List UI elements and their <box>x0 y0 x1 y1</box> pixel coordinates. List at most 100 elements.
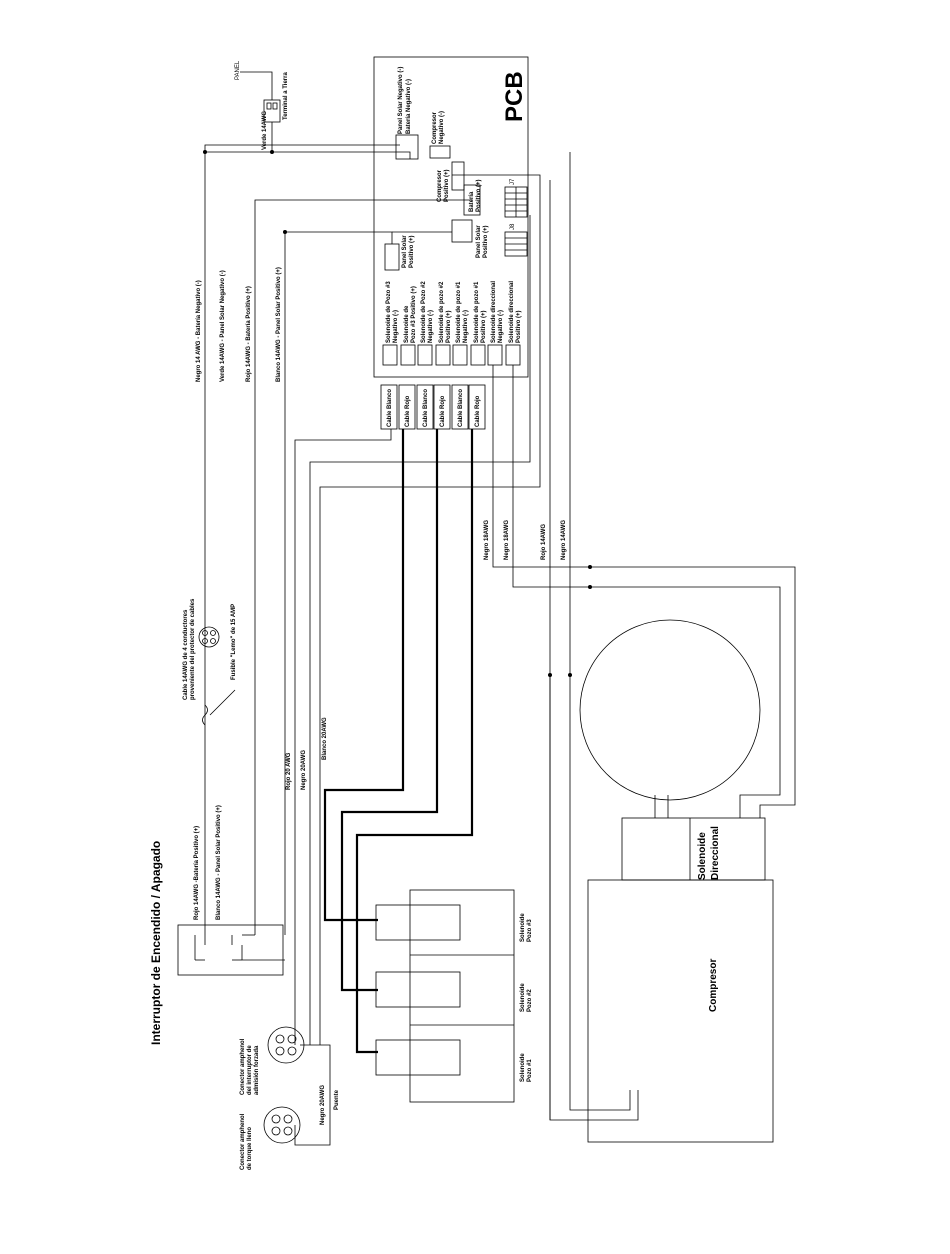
amphenol-torque: Conector amphenol de torque lleno <box>240 1106 301 1170</box>
pcb-sol-label-3b: Negativo (-) <box>428 310 434 343</box>
wire-sol-1 <box>355 429 474 1054</box>
pcb-sol-label-6b: Positivo (+) <box>481 310 487 343</box>
pcb-sol-label-5a: Solenoide de pozo #1 <box>456 281 462 343</box>
compressor-label: Compresor <box>708 959 719 1012</box>
wire-blanco-20 <box>319 174 541 1045</box>
pcb-sol-term-1 <box>382 344 398 366</box>
amphenol-interruptor-label-3: admisión forzada <box>254 1045 260 1095</box>
ground-terminal: PANEL Terminal a Tierra Verde 14AWG <box>235 60 289 152</box>
cable-4-cond-label-1: Cable 14AWG de 4 conductores <box>183 609 189 700</box>
wire-label-negro-18-b: Negro 18AWG <box>504 520 510 560</box>
wire-label-negro-14-c: Negro 14AWG <box>561 520 567 560</box>
wire-label-verde-14: Verde 14AWG - Panel Solar Negativo (-) <box>220 270 226 382</box>
pcb-sol-term-8 <box>505 344 521 366</box>
wire-rojo-20 <box>294 429 392 1045</box>
pcb-label-compresor-pos-2: Positivo (+) <box>444 169 450 202</box>
wire-rojo-14-bateria-pos <box>254 199 472 935</box>
solenoid-3-label-2: Pozo #3 <box>527 919 533 942</box>
pcb-label-bateria-pos-1: Batería <box>469 191 475 212</box>
panel-label: PANEL <box>235 60 241 80</box>
pcb-sol-term-6 <box>470 344 486 366</box>
cable-label-1: Cable Blanco <box>387 389 393 427</box>
pcb-label-panel-solar-pos-a-1: Panel Solar <box>402 235 408 268</box>
amphenol-interruptor-label-2: del interruptor de <box>247 1045 253 1095</box>
pcb-sol-label-8b: Positivo (+) <box>516 310 522 343</box>
pcb-label-panel-solar-pos-b-1: Panel Solar <box>476 225 482 258</box>
pcb-label-j7: J7 <box>510 178 516 185</box>
wire-label-blanco-14: Blanco 14AWG - Panel Solar Positivo (+) <box>276 267 282 382</box>
pcb-sol-term-3 <box>417 344 433 366</box>
solenoide-direccional-label-2: Direccional <box>710 826 721 880</box>
wire-sol-3 <box>323 429 405 922</box>
wire-sol-2 <box>340 429 439 992</box>
cable-4-cond-label-2: proveniente del protector de cables <box>190 598 196 700</box>
pcb-sol-label-2a: Solenoide de <box>404 305 410 343</box>
amphenol-torque-label-1: Conector amphenol <box>240 1113 246 1170</box>
compressor: Compresor Solenoide Direccional <box>579 619 774 1143</box>
wire-label-negro-14: Negro 14 AWG - Batería Negativo (-) <box>196 280 202 382</box>
pcb-sol-label-1b: Negativo (-) <box>393 310 399 343</box>
cable-label-6: Cable Rojo <box>475 395 481 427</box>
wire-negro-14-bateria-neg <box>204 151 411 935</box>
wire-negro-18-b <box>512 365 781 818</box>
pcb-label-panel-solar-pos-b-2: Positivo (+) <box>483 225 489 258</box>
pcb-sol-label-8a: Solenoide direccional <box>509 281 515 343</box>
pcb-terminal-compresor-pos <box>451 161 465 191</box>
pcb-label-compresor-neg-2: Negativo (-) <box>439 111 445 144</box>
wire-blanco-14-panel-pos <box>284 231 393 935</box>
pcb-label-panel-solar-pos-a-2: Positivo (+) <box>409 235 415 268</box>
wire-label-blanco-20: Blanco 20AWG <box>322 717 328 760</box>
compressor-box <box>587 879 774 1143</box>
cable-label-2: Cable Rojo <box>405 395 411 427</box>
compressor-tank <box>579 619 761 801</box>
solenoid-3-label-1: Solenoide <box>520 913 526 942</box>
pcb-sol-label-3a: Solenoide de Pozo #2 <box>421 281 427 343</box>
solenoid-pozo-2 <box>375 971 461 1008</box>
pcb-sol-label-6a: Solenoide de pozo #1 <box>474 281 480 343</box>
solenoide-direccional-label-1: Solenoide <box>697 832 708 880</box>
pcb-label-panel-solar-neg: Panel Solar Negativo (-) <box>398 67 404 134</box>
solenoid-pozo-1 <box>375 1039 461 1076</box>
wire-rojo-14-c <box>549 180 639 1121</box>
pcb-terminal-panel-solar-neg <box>395 134 419 160</box>
fuse-label: Fusible "Lemo" de 15 AMP <box>231 604 237 680</box>
pcb-label-bateria-pos-2: Positivo (+) <box>476 179 482 212</box>
pcb-solenoid-labels: Solenoide de Pozo #3 Negativo (-) Soleno… <box>386 281 522 343</box>
pcb-sol-term-4 <box>435 344 451 366</box>
wire-negro-20 <box>309 215 531 1045</box>
wire-label-rojo-14: Rojo 14AWG - Batería Positivo (+) <box>246 286 252 382</box>
switch-label-blanco: Blanco 14AWG - Panel Solar Positivo (+) <box>216 805 222 920</box>
pcb-sol-label-4a: Solenoide de pozo #2 <box>439 281 445 343</box>
cable-label-4: Cable Rojo <box>440 395 446 427</box>
pcb-label-compresor-pos-1: Compresor <box>437 169 443 202</box>
pcb-solenoid-terminals <box>382 344 521 366</box>
wire-label-rojo-14-c: Rojo 14AWG <box>541 524 547 560</box>
pcb-terminal-compresor-neg <box>429 145 451 159</box>
wire-negro-18-a <box>492 365 796 818</box>
cable-label-3: Cable Blanco <box>423 389 429 427</box>
pcb-sol-term-2 <box>400 344 416 366</box>
pcb-terminal-panel-solar-pos-b <box>451 219 473 243</box>
puente-label-2: Puente <box>334 1089 340 1110</box>
pcb-sol-label-7a: Solenoide direccional <box>491 281 497 343</box>
wire-label-negro-20: Negro 20AWG <box>301 750 307 790</box>
wire-label-negro-18-a: Negro 18AWG <box>484 520 490 560</box>
switch-label-rojo: Rojo 14AWG -Batería Positivo (+) <box>194 826 200 920</box>
pcb-label: PCB <box>501 71 528 122</box>
solenoid-1-label-1: Solenoide <box>520 1053 526 1082</box>
terminal-tierra-label: Terminal a Tierra <box>283 72 289 120</box>
well-solenoids: Solenoide Pozo #1 Solenoide Pozo #2 Sole… <box>375 889 533 1103</box>
puente-label-1: Negro 20AWG <box>320 1085 326 1125</box>
pcb-sol-label-1a: Solenoide de Pozo #3 <box>386 281 392 343</box>
verde-14awg-label: Verde 14AWG <box>262 111 268 150</box>
diagram-title: Interruptor de Encendido / Apagado <box>149 841 163 1045</box>
wire-negro-20-puente <box>294 1044 331 1146</box>
fuse-symbol: Fusible "Lemo" de 15 AMP <box>202 604 237 726</box>
amphenol-interruptor: Conector amphenol del interruptor de adm… <box>240 1026 305 1095</box>
pcb-label-compresor-neg-1: Compresor <box>432 111 438 144</box>
amphenol-torque-label-2: de torque lleno <box>247 1127 253 1170</box>
pcb-sol-label-4b: Positivo (+) <box>446 310 452 343</box>
pcb-label-bateria-neg: Batería Negativo (-) <box>406 79 412 134</box>
